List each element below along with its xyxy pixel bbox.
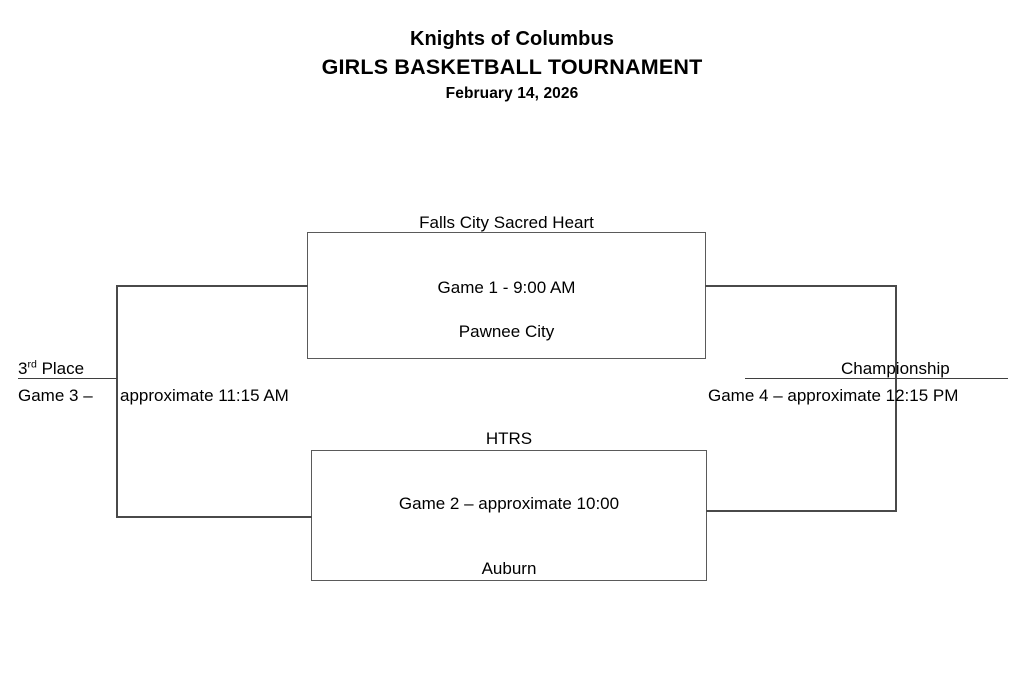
right-bracket-arm-bottom <box>706 510 897 512</box>
game-1-info: Game 1 - 9:00 AM <box>437 278 576 297</box>
third-place-underline <box>18 378 117 380</box>
page-title: Knights of Columbus GIRLS BASKETBALL TOU… <box>0 26 1024 106</box>
championship-underline <box>745 378 1008 380</box>
game-1-box <box>307 232 706 359</box>
third-place-game-prefix: Game 3 – <box>18 386 93 405</box>
game-2-box <box>311 450 707 581</box>
game-2-team-top: HTRS <box>485 429 533 448</box>
title-date: February 14, 2026 <box>445 85 579 102</box>
third-place-game-time: approximate 11:15 AM <box>120 386 289 405</box>
left-bracket-arm-bottom <box>116 516 312 518</box>
third-place-word: Place <box>36 359 85 378</box>
game-1-team-top: Falls City Sacred Heart <box>419 213 594 232</box>
championship-label: Championship <box>841 359 950 378</box>
third-place-ordinal-suffix: rd <box>27 358 37 371</box>
third-place-number: 3 <box>18 359 28 378</box>
game-2-team-bottom: Auburn <box>481 559 537 578</box>
game-2-info: Game 2 – approximate 10:00 <box>398 494 620 513</box>
left-bracket-arm-top <box>116 285 308 287</box>
left-bracket-spine <box>116 285 118 518</box>
game-1-team-bottom: Pawnee City <box>458 322 555 341</box>
third-place-label: 3rd Place <box>18 358 84 380</box>
right-bracket-spine <box>895 285 897 512</box>
title-organization: Knights of Columbus <box>409 28 615 50</box>
championship-game-line: Game 4 – approximate 12:15 PM <box>708 386 959 405</box>
title-event: GIRLS BASKETBALL TOURNAMENT <box>321 55 703 79</box>
right-bracket-arm-top <box>705 285 897 287</box>
